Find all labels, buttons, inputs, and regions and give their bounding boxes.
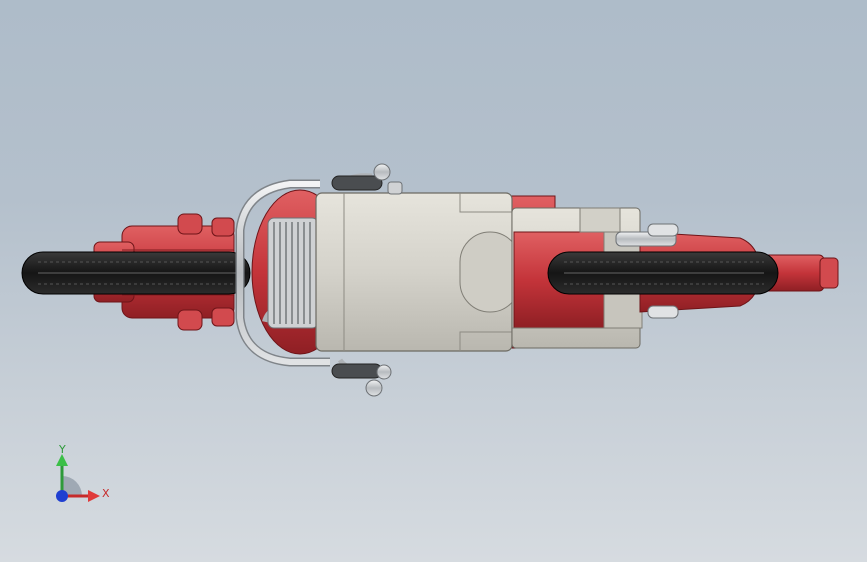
engine-fins — [267, 217, 319, 329]
fuel-tank — [315, 192, 521, 352]
y-axis-arrowhead — [56, 454, 68, 466]
front-tire — [547, 251, 779, 295]
triad-plane-indicator — [62, 476, 82, 496]
handlebar-top — [331, 163, 403, 195]
x-axis-arrowhead — [88, 490, 100, 502]
rear-tire — [21, 251, 251, 295]
y-axis-label: Y — [59, 443, 66, 456]
x-axis-label: X — [102, 487, 110, 500]
handlebar-bottom — [331, 358, 392, 397]
z-axis-dot — [56, 490, 68, 502]
axis-triad — [56, 454, 100, 502]
